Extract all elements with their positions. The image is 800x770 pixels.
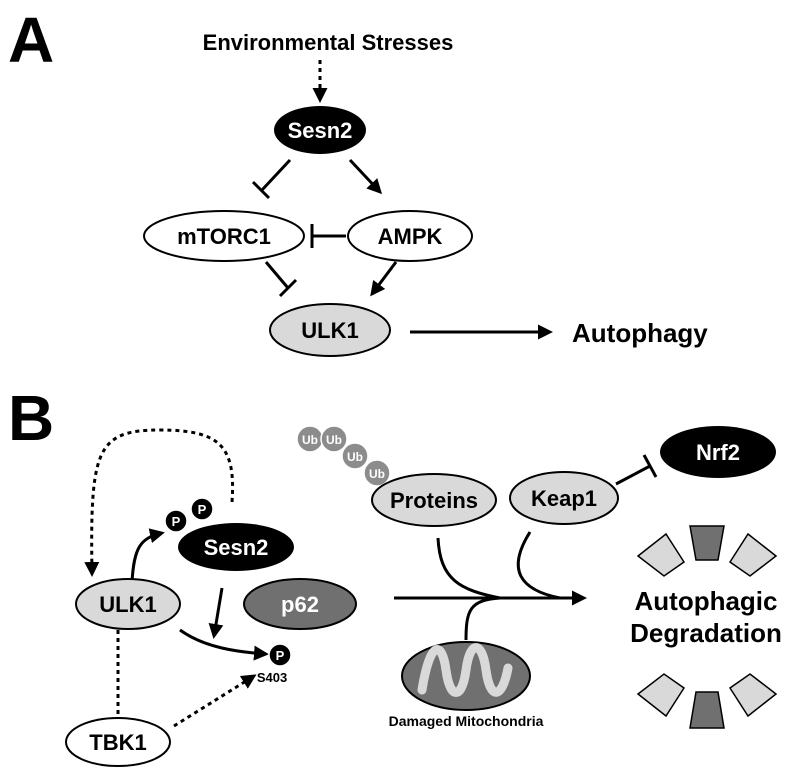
svg-text:P: P — [276, 648, 285, 663]
ubiquitin-3: Ub — [341, 442, 369, 470]
tbk1-label: TBK1 — [89, 730, 146, 755]
s403-label: S403 — [257, 670, 287, 685]
ulk1-node-b: ULK1 — [75, 578, 181, 630]
sesn2-phospho-1: P — [164, 509, 188, 533]
sesn2-node-b: Sesn2 — [178, 523, 294, 571]
svg-text:Ub: Ub — [326, 433, 342, 447]
nrf2-node: Nrf2 — [660, 426, 776, 478]
autophagosome-ring — [636, 525, 778, 729]
ulk1-label-a: ULK1 — [301, 318, 358, 343]
p62-label: p62 — [281, 592, 319, 617]
ring-segment-bottom — [689, 691, 725, 729]
svg-text:Ub: Ub — [347, 450, 363, 464]
sesn2-label-b: Sesn2 — [204, 535, 269, 560]
ring-segment-top-right — [728, 532, 778, 577]
ulk1-inhibits-tbk1 — [105, 630, 131, 722]
sesn2-to-ulk1-dotted-loop — [84, 428, 235, 577]
keap1-inhibits-nrf2 — [615, 454, 658, 486]
svg-text:P: P — [172, 514, 181, 529]
proteins-node: Proteins — [371, 473, 497, 527]
sesn2-inhibits-mtorc1 — [251, 158, 292, 200]
tbk1-node: TBK1 — [65, 717, 171, 767]
converging-flow-arrow — [394, 531, 587, 641]
keap1-node: Keap1 — [509, 471, 619, 525]
svg-text:Ub: Ub — [302, 433, 318, 447]
panel-a-label: A — [8, 4, 54, 76]
ulk1-node-a: ULK1 — [269, 303, 391, 357]
degradation-label: Degradation — [630, 618, 782, 648]
keap1-label: Keap1 — [531, 486, 597, 511]
ubiquitin-4: Ub — [363, 459, 391, 487]
ampk-node: AMPK — [347, 210, 473, 262]
ulk1-label-b: ULK1 — [99, 592, 156, 617]
ulk1-to-sesn2-phospho-arrow — [130, 528, 165, 583]
environmental-stresses-label: Environmental Stresses — [203, 30, 454, 55]
autophagy-label: Autophagy — [572, 318, 708, 348]
sesn2-to-p62-arrow — [208, 587, 224, 639]
ring-segment-top — [689, 525, 725, 561]
damaged-mitochondria — [401, 641, 531, 711]
mtorc1-label: mTORC1 — [177, 224, 271, 249]
damaged-mitochondria-label: Damaged Mitochondria — [389, 713, 544, 729]
ampk-label: AMPK — [378, 224, 443, 249]
ubiquitin-chain: Ub Ub Ub Ub — [296, 425, 391, 487]
panel-b-label: B — [8, 382, 54, 454]
ubiquitin-2: Ub — [320, 425, 348, 453]
sesn2-to-ampk-arrow — [348, 158, 383, 195]
sesn2-label-a: Sesn2 — [288, 118, 353, 143]
ubiquitin-1: Ub — [296, 425, 324, 453]
ring-segment-top-left — [636, 532, 686, 577]
ampk-inhibits-mtorc1 — [310, 224, 346, 248]
p62-node: p62 — [243, 578, 357, 630]
autophagic-label: Autophagic — [635, 586, 778, 616]
p62-phospho: P — [268, 643, 292, 667]
mtorc1-inhibits-ulk1 — [264, 261, 298, 298]
tbk1-to-s403-arrow — [173, 674, 257, 728]
ring-segment-bottom-right — [728, 673, 778, 718]
svg-text:Ub: Ub — [369, 467, 385, 481]
ring-segment-bottom-left — [636, 673, 686, 718]
ampk-to-ulk1-arrow — [370, 261, 398, 297]
svg-text:P: P — [198, 502, 207, 517]
nrf2-label: Nrf2 — [696, 440, 740, 465]
ulk1-to-s403-arrow — [179, 628, 269, 661]
mtorc1-node: mTORC1 — [143, 210, 305, 262]
sesn2-node-a: Sesn2 — [274, 106, 366, 154]
sesn2-phospho-2: P — [190, 497, 214, 521]
proteins-label: Proteins — [390, 488, 478, 513]
